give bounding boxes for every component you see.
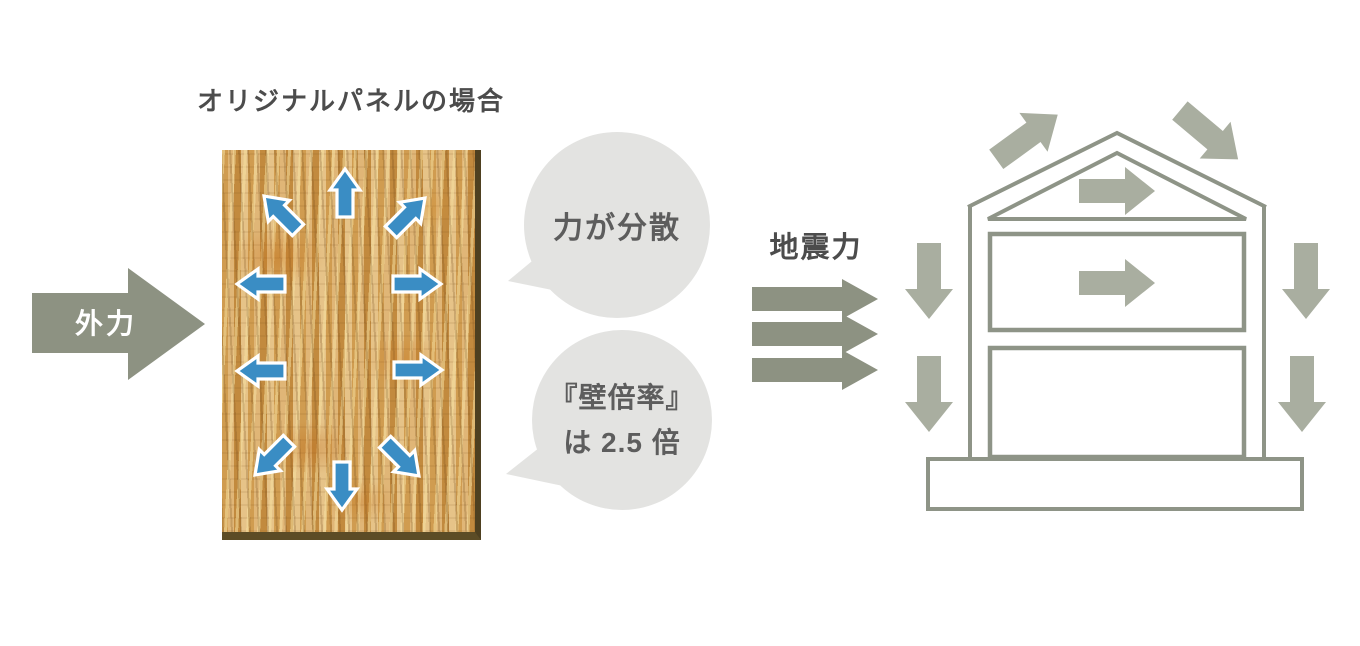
up-left-arrow-icon — [251, 183, 311, 243]
seismic-force-label: 地震力 — [769, 232, 863, 264]
up-arrow-icon — [328, 167, 362, 219]
house-foundation — [926, 457, 1304, 511]
up-right-arrow-icon — [378, 185, 438, 245]
panel-arrows-layer — [235, 167, 444, 512]
wall-ratio-bubble: 『壁倍率』 は 2.5 倍 — [532, 330, 712, 510]
wall-left-lower-down-arrow-icon — [905, 356, 953, 432]
house-gable-triangle — [987, 150, 1247, 221]
gable-right-arrow-icon — [1079, 167, 1155, 215]
down-arrow-icon — [325, 460, 359, 512]
wall-right-lower-down-arrow-icon — [1278, 356, 1326, 432]
seismic-right-arrow-icon — [752, 350, 878, 390]
wall-right-upper-down-arrow-icon — [1282, 243, 1330, 319]
right-arrow-icon — [392, 353, 444, 387]
house-floor1-box — [987, 345, 1247, 460]
left-arrow-icon — [235, 354, 287, 388]
right-arrow-icon — [391, 267, 443, 301]
down-left-arrow-icon — [242, 428, 302, 488]
house-floor2-box — [987, 231, 1247, 333]
wall-ratio-line2: は 2.5 倍 — [563, 427, 681, 458]
panel-arrows-group — [235, 167, 444, 512]
roof-left-up-right-arrow-icon — [982, 95, 1072, 179]
down-right-arrow-icon — [372, 429, 432, 489]
external-force-arrow-icon — [32, 268, 205, 380]
seismic-right-arrow-icon — [752, 314, 878, 354]
external-force-label: 外力 — [74, 308, 137, 339]
house-diagram — [926, 130, 1304, 511]
osb-panel — [222, 150, 481, 540]
seismic-arrows-group — [752, 279, 878, 390]
seismic-right-arrow-icon — [752, 279, 878, 319]
dispersion-bubble-text: 力が分散 — [553, 212, 681, 245]
dispersion-bubble: 力が分散 — [524, 132, 710, 318]
wall-left-upper-down-arrow-icon — [905, 243, 953, 319]
house-roof-outline — [967, 130, 1267, 209]
wall-ratio-line1: 『壁倍率』 — [549, 382, 695, 413]
left-arrow-icon — [235, 267, 287, 301]
panel-caption: オリジナルパネルの場合 — [196, 86, 505, 116]
floor2-right-arrow-icon — [1079, 259, 1155, 307]
